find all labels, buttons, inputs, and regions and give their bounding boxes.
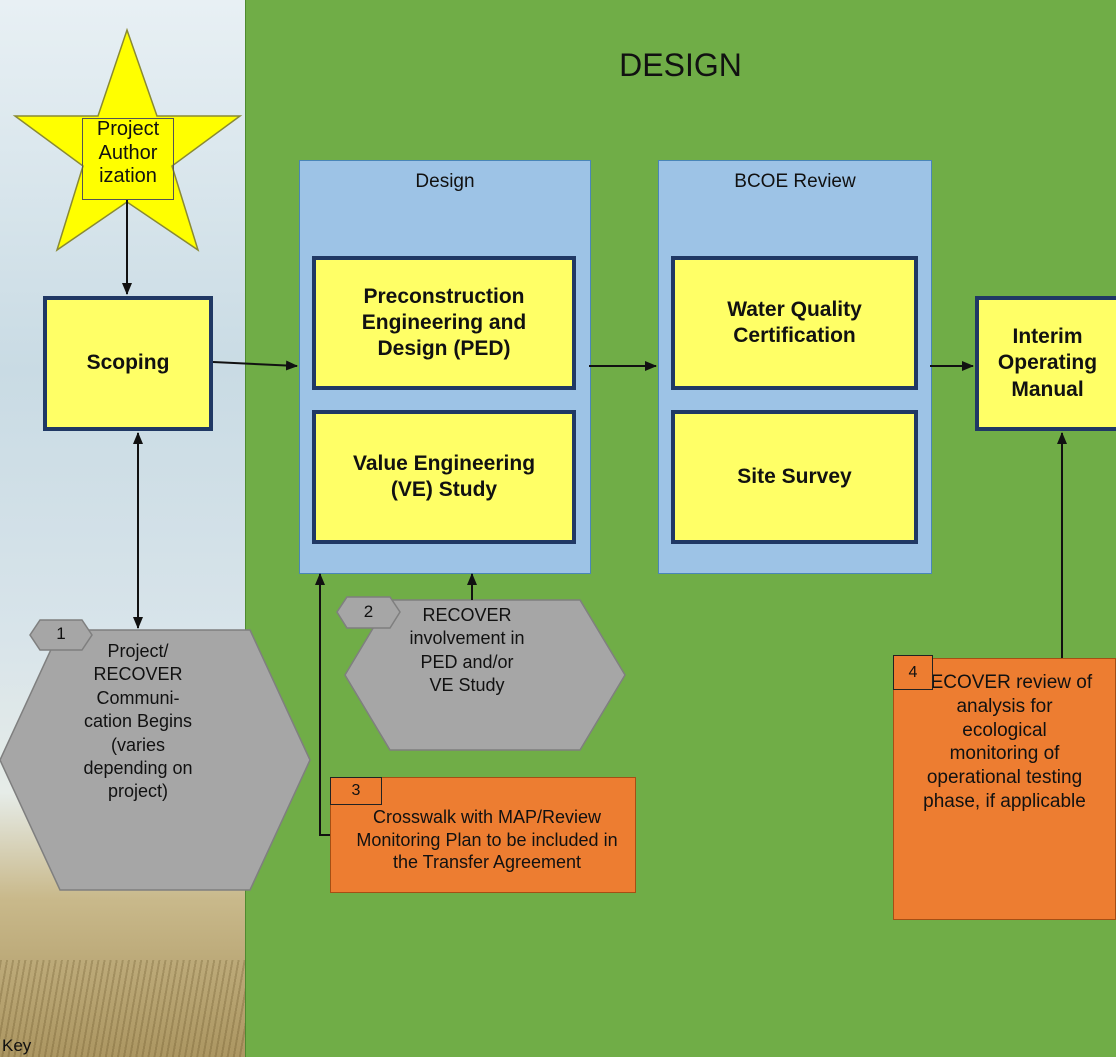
note-1-text: Project/ RECOVER Communi-cation Begins (… (83, 641, 193, 802)
wqc-label: Water Quality Certification (727, 297, 862, 347)
note-1-number: 1 (56, 624, 66, 643)
note-3-text: Crosswalk with MAP/Review Monitoring Pla… (356, 807, 618, 872)
note-2-badge (336, 596, 401, 629)
water-quality-certification-box[interactable]: Water Quality Certification (671, 256, 918, 390)
note-1-badge (29, 619, 93, 651)
bcoe-group-label: BCOE Review (734, 171, 856, 192)
note-4-text: RECOVER review of analysis for ecologica… (916, 672, 1093, 812)
ped-label: Preconstruction Engineering and Design (… (361, 284, 527, 361)
iom-label: Interim Operating Manual (997, 325, 1098, 401)
background-grass (0, 960, 250, 1057)
ped-box[interactable]: Preconstruction Engineering and Design (… (312, 256, 576, 390)
note-1-hexagon (0, 629, 311, 891)
note-3-badge: 3 (330, 777, 382, 805)
star-text-line-2: Author (98, 141, 158, 164)
note-4-box: RECOVER review of analysis for ecologica… (893, 658, 1116, 920)
star-text-line-1: Project (96, 118, 160, 140)
scoping-label: Scoping (86, 351, 170, 375)
star-text-line-3: ization (99, 165, 157, 188)
interim-operating-manual-box[interactable]: Interim Operating Manual (975, 296, 1116, 431)
arrow-scoping-to-design (212, 360, 298, 371)
star-text: Project Author ization (82, 118, 174, 189)
key-label: Key (2, 1036, 32, 1055)
site-survey-box[interactable]: Site Survey (671, 410, 918, 544)
note-4-badge: 4 (893, 655, 933, 690)
site-survey-label: Site Survey (737, 464, 852, 488)
design-group-label: Design (415, 171, 475, 192)
arrow-note-3-to-design (315, 573, 330, 836)
note-2-text: RECOVER involvement in PED and/or VE Stu… (409, 605, 525, 696)
note-2-number: 2 (363, 602, 374, 621)
ve-study-label: Value Engineering (VE) Study (352, 451, 536, 501)
note-2-hexagon (344, 599, 626, 751)
scoping-box[interactable]: Scoping (43, 296, 213, 431)
star-text-frame (82, 118, 174, 200)
ve-study-box[interactable]: Value Engineering (VE) Study (312, 410, 576, 544)
note-4-number: 4 (908, 663, 918, 681)
note-3-number: 3 (351, 782, 361, 799)
phase-title: DESIGN (619, 47, 742, 83)
